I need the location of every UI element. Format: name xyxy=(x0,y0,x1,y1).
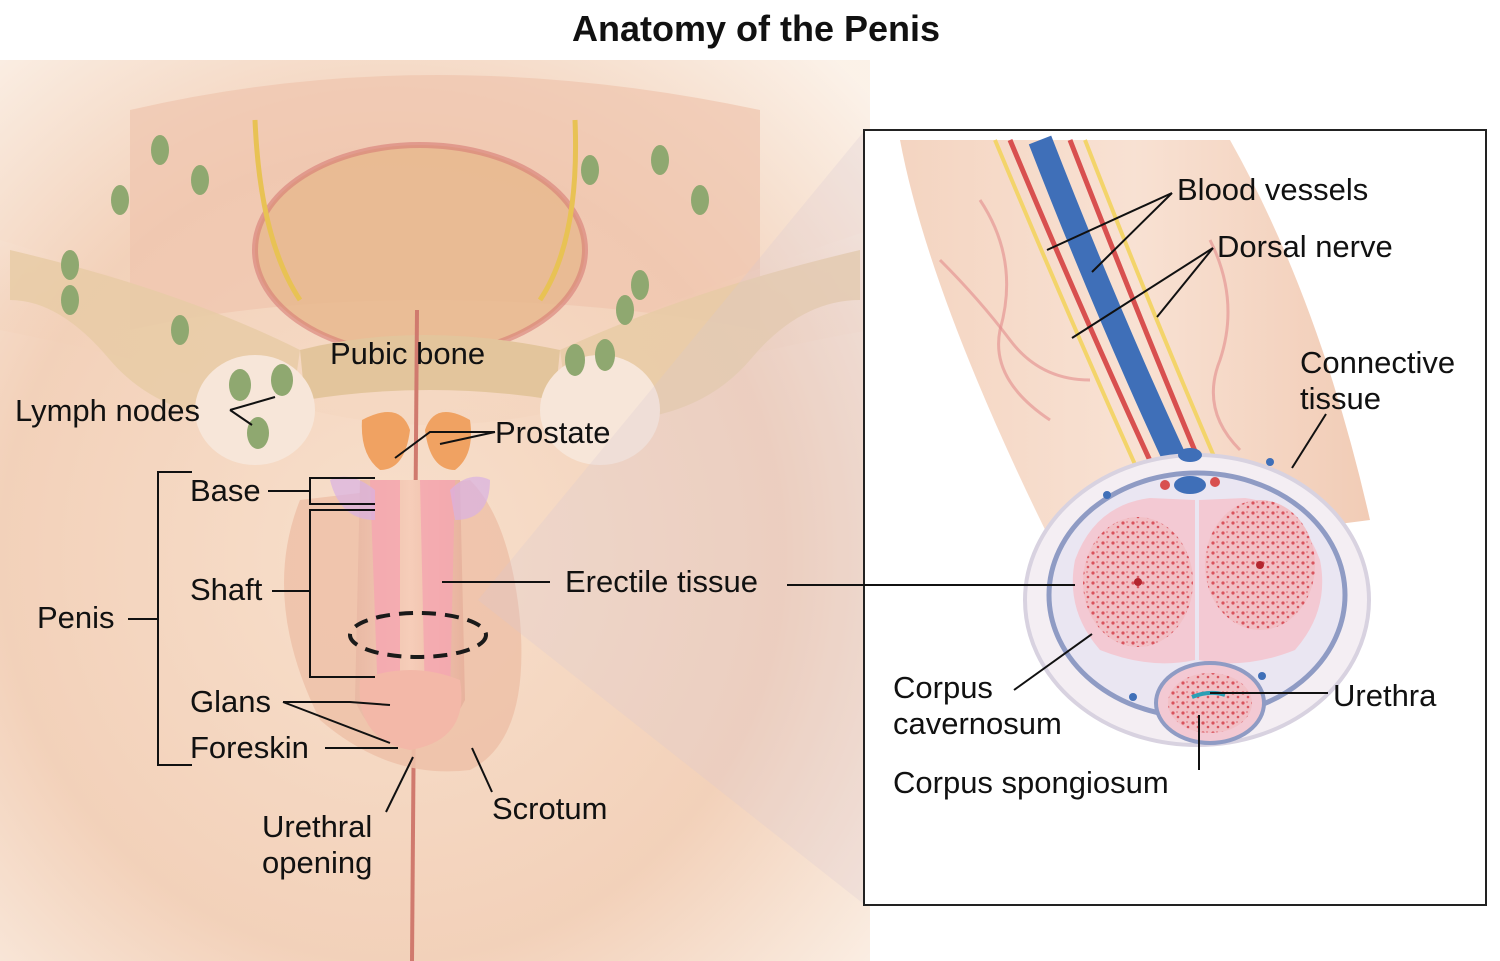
label-corpus-cavernosum-line2: cavernosum xyxy=(893,706,1062,741)
label-connective-tissue-line2: tissue xyxy=(1300,381,1381,416)
label-scrotum: Scrotum xyxy=(492,791,608,826)
label-dorsal-nerve: Dorsal nerve xyxy=(1217,229,1393,264)
label-base: Base xyxy=(190,473,261,508)
label-urethral-opening-line2: opening xyxy=(262,845,373,880)
label-blood-vessels: Blood vessels xyxy=(1177,172,1369,207)
label-penis: Penis xyxy=(37,600,115,635)
label-erectile-tissue: Erectile tissue xyxy=(565,564,758,599)
label-urethra: Urethra xyxy=(1333,678,1437,713)
pelvis-illustration xyxy=(0,60,870,961)
figure-title: Anatomy of the Penis xyxy=(571,8,941,49)
label-pubic-bone: Pubic bone xyxy=(330,336,486,371)
label-prostate: Prostate xyxy=(495,415,611,450)
label-glans: Glans xyxy=(190,684,271,719)
label-corpus-spongiosum: Corpus spongiosum xyxy=(893,765,1169,800)
label-lymph-nodes: Lymph nodes xyxy=(15,393,200,428)
label-urethral-opening-line1: Urethral xyxy=(262,809,373,844)
label-connective-tissue-line1: Connective xyxy=(1300,345,1456,380)
label-shaft: Shaft xyxy=(190,572,263,607)
cross-section-inset xyxy=(863,129,1487,906)
label-foreskin: Foreskin xyxy=(190,730,309,765)
label-corpus-cavernosum-line1: Corpus xyxy=(893,670,993,705)
leader-lines xyxy=(128,192,1328,813)
